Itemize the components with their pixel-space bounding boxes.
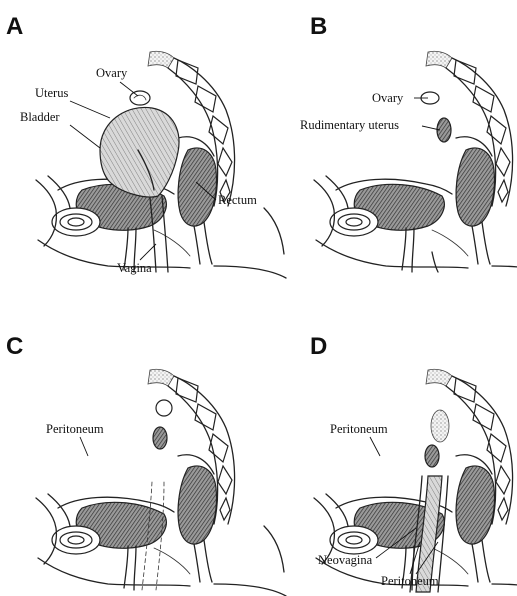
ovary-d [431, 410, 449, 442]
panel-d: D Peritoneum Neovagina Peritoneum [310, 333, 517, 596]
panel-c-letter: C [6, 333, 23, 360]
panel-b-letter: B [310, 13, 327, 40]
label-uterus: Uterus [35, 86, 68, 100]
panel-a-letter: A [6, 13, 23, 40]
panel-b-drawing [314, 51, 517, 278]
panel-d-letter: D [310, 333, 327, 360]
label-peritoneum-d-top: Peritoneum [330, 422, 388, 436]
panel-c-drawing [36, 369, 286, 596]
label-ovary-b: Ovary [372, 91, 404, 105]
label-bladder: Bladder [20, 110, 60, 124]
label-rectum: Rectum [218, 193, 257, 207]
panel-a-drawing [36, 51, 286, 278]
label-peritoneum-c: Peritoneum [46, 422, 104, 436]
label-rudimentary-uterus: Rudimentary uterus [300, 118, 399, 132]
label-vagina: Vagina [117, 261, 152, 275]
panel-a: A Ovary Uterus Bladder Rectum Vagina [6, 13, 286, 278]
label-neovagina: Neovagina [318, 553, 373, 567]
ovary [130, 91, 150, 105]
panel-c: C Peritoneum [6, 333, 286, 596]
rudimentary-uterus-d [425, 445, 439, 467]
ovary-c [156, 400, 172, 416]
label-peritoneum-d-bottom: Peritoneum [381, 574, 439, 588]
rudimentary-uterus-c [153, 427, 167, 449]
panel-b: B Ovary Rudimentary uterus [300, 13, 517, 278]
label-ovary-a: Ovary [96, 66, 128, 80]
